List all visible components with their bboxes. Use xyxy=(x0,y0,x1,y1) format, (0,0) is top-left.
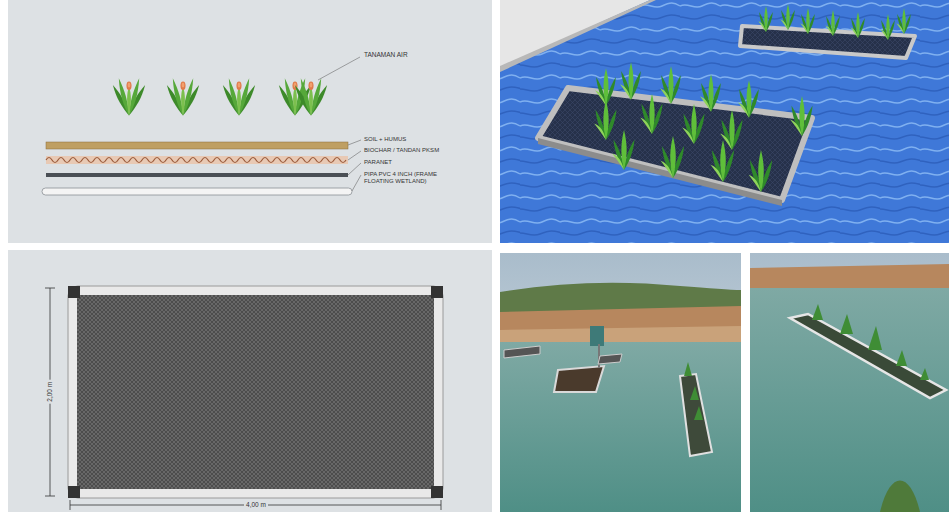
layer-label: TANAMAN AIR xyxy=(364,51,408,58)
layer-label: BIOCHAR / TANDAN PKSM xyxy=(364,147,439,154)
layer-section xyxy=(8,0,492,243)
dimension-label: 2,00 m xyxy=(46,380,53,404)
site-photo xyxy=(500,253,741,512)
dimension-label: 4,00 m xyxy=(244,501,268,508)
layer-label: PIPA PVC 4 INCH (FRAME FLOATING WETLAND) xyxy=(364,171,444,185)
render-3d xyxy=(500,0,949,243)
frame-plan xyxy=(8,250,492,512)
site-photo xyxy=(750,253,949,512)
layer-label: PARANET xyxy=(364,159,392,166)
layer-label: SOIL + HUMUS xyxy=(364,136,406,143)
